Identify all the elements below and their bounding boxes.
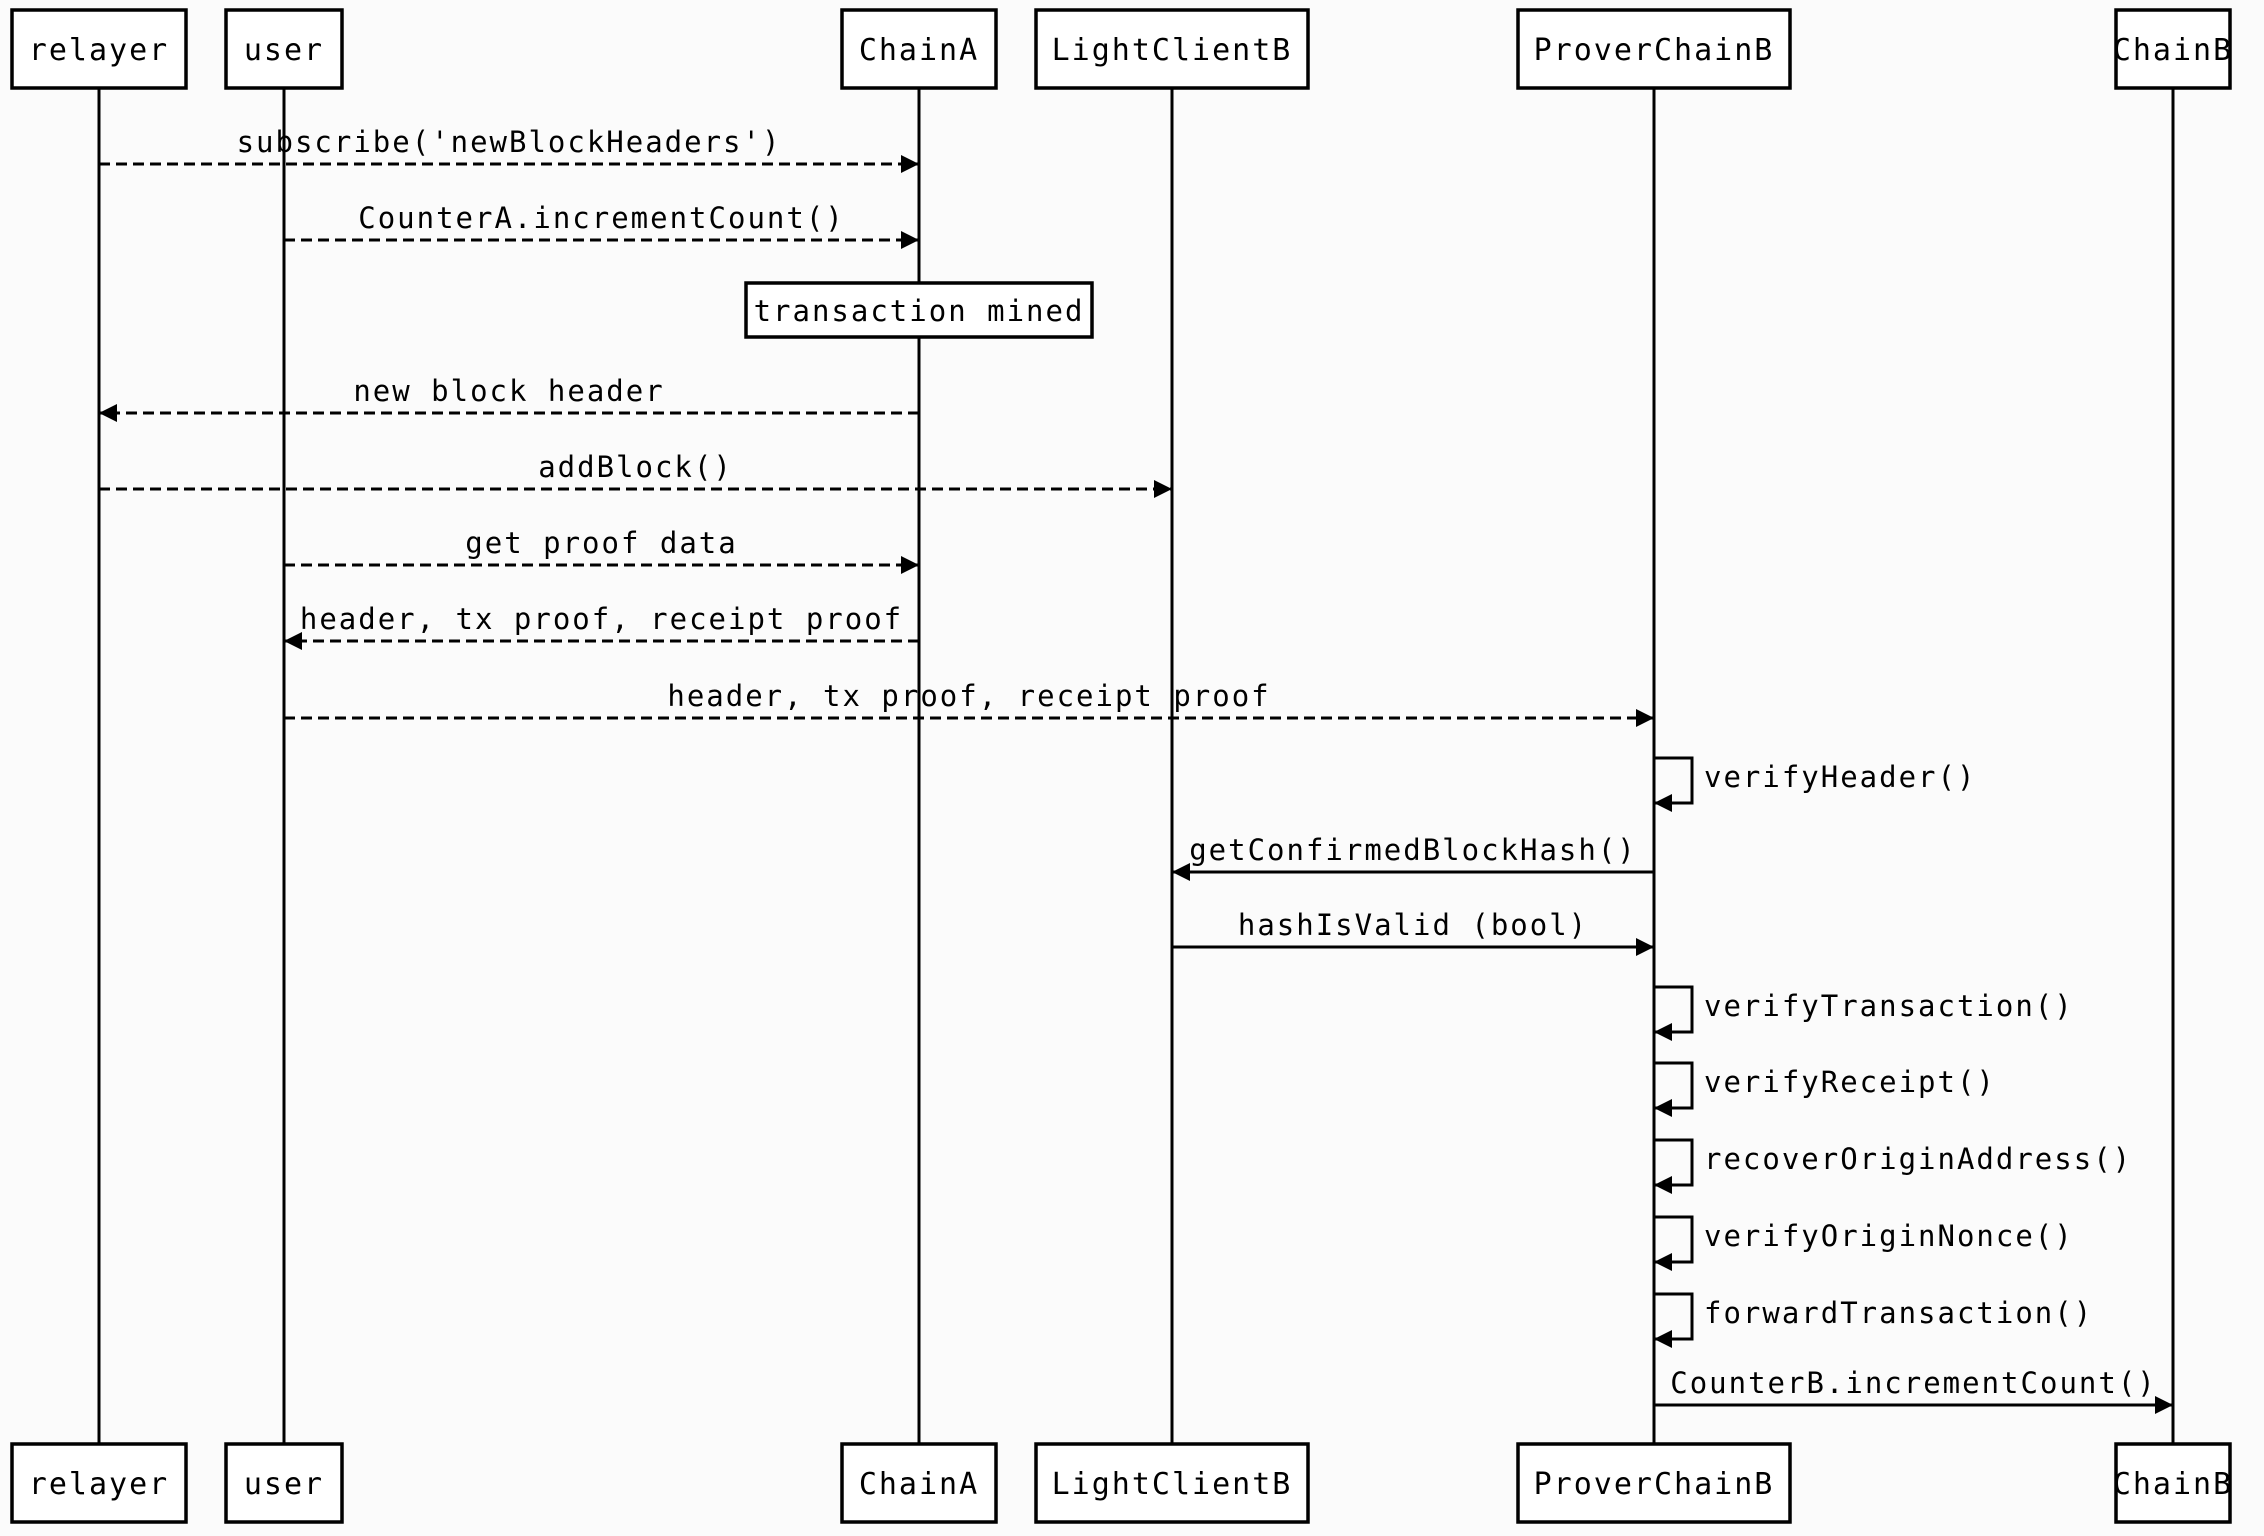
message-label: header, tx proof, receipt proof bbox=[300, 602, 903, 636]
participant-label: relayer bbox=[29, 33, 169, 68]
message-14: forwardTransaction() bbox=[1654, 1292, 2093, 1348]
participant-box bbox=[1034, 8, 1310, 90]
message-10: verifyTransaction() bbox=[1654, 985, 2074, 1041]
self-message-arrow bbox=[1654, 756, 1694, 812]
notes: transaction mined bbox=[744, 281, 1094, 339]
message-label: verifyHeader() bbox=[1704, 760, 1976, 794]
message-label: CounterA.incrementCount() bbox=[358, 201, 845, 235]
participant-bottom-lightClientB: LightClientB bbox=[1034, 1442, 1310, 1524]
message-3: addBlock() bbox=[99, 450, 1172, 498]
participant-bottom-chainA: ChainA bbox=[840, 1442, 998, 1524]
message-8: getConfirmedBlockHash() bbox=[1172, 833, 1654, 881]
participant-box bbox=[224, 1442, 344, 1524]
participant-bottom-relayer: relayer bbox=[10, 1442, 188, 1524]
message-label: CounterB.incrementCount() bbox=[1670, 1366, 2157, 1400]
message-label: hashIsValid (bool) bbox=[1238, 908, 1588, 942]
participant-label: ChainB bbox=[2113, 1467, 2233, 1502]
message-label: verifyTransaction() bbox=[1704, 989, 2074, 1023]
message-5: header, tx proof, receipt proof bbox=[284, 602, 919, 650]
message-label: verifyOriginNonce() bbox=[1704, 1219, 2074, 1253]
message-label: recoverOriginAddress() bbox=[1704, 1142, 2132, 1176]
participant-bottom-user: user bbox=[224, 1442, 344, 1524]
self-message-arrow bbox=[1654, 1292, 1694, 1348]
participant-label: LightClientB bbox=[1052, 33, 1293, 68]
participant-label: ChainB bbox=[2113, 33, 2233, 68]
message-1: CounterA.incrementCount() bbox=[284, 201, 919, 249]
message-6: header, tx proof, receipt proof bbox=[284, 679, 1654, 727]
message-15: CounterB.incrementCount() bbox=[1654, 1366, 2173, 1414]
participant-label: user bbox=[244, 1467, 324, 1502]
participant-box bbox=[840, 8, 998, 90]
participant-label: ChainA bbox=[859, 33, 979, 68]
message-label: addBlock() bbox=[538, 450, 733, 484]
messages: subscribe('newBlockHeaders') CounterA.inc… bbox=[99, 125, 2173, 1414]
participant-label: ProverChainB bbox=[1534, 33, 1775, 68]
note-label: transaction mined bbox=[754, 294, 1085, 328]
participant-top-user: user bbox=[224, 8, 344, 90]
note-box bbox=[744, 281, 1094, 339]
message-13: verifyOriginNonce() bbox=[1654, 1215, 2074, 1271]
message-label: getConfirmedBlockHash() bbox=[1189, 833, 1637, 867]
message-7: verifyHeader() bbox=[1654, 756, 1976, 812]
participant-label: user bbox=[244, 33, 324, 68]
message-0: subscribe('newBlockHeaders') bbox=[99, 125, 919, 173]
participant-box bbox=[10, 1442, 188, 1524]
participant-top-chainA: ChainA bbox=[840, 8, 998, 90]
participant-label: LightClientB bbox=[1052, 1467, 1293, 1502]
message-2: new block header bbox=[99, 374, 919, 422]
self-message-arrow bbox=[1654, 1061, 1694, 1117]
participant-box bbox=[1516, 1442, 1792, 1524]
message-4: get proof data bbox=[284, 526, 919, 574]
message-12: recoverOriginAddress() bbox=[1654, 1138, 2132, 1194]
participant-box bbox=[840, 1442, 998, 1524]
message-label: subscribe('newBlockHeaders') bbox=[237, 125, 782, 159]
participant-label: ProverChainB bbox=[1534, 1467, 1775, 1502]
participant-top-proverChainB: ProverChainB bbox=[1516, 8, 1792, 90]
participant-box bbox=[224, 8, 344, 90]
participant-box bbox=[1516, 8, 1792, 90]
message-label: new block header bbox=[353, 374, 664, 408]
participant-label: relayer bbox=[29, 1467, 169, 1502]
message-label: get proof data bbox=[465, 526, 737, 560]
message-label: forwardTransaction() bbox=[1704, 1296, 2093, 1330]
message-label: header, tx proof, receipt proof bbox=[667, 679, 1270, 713]
message-9: hashIsValid (bool) bbox=[1172, 908, 1654, 956]
participant-bottom-proverChainB: ProverChainB bbox=[1516, 1442, 1792, 1524]
note-chainA: transaction mined bbox=[744, 281, 1094, 339]
message-label: verifyReceipt() bbox=[1704, 1065, 1996, 1099]
participant-top-relayer: relayer bbox=[10, 8, 188, 90]
participant-box bbox=[2114, 1442, 2232, 1524]
participant-top-lightClientB: LightClientB bbox=[1034, 8, 1310, 90]
message-11: verifyReceipt() bbox=[1654, 1061, 1996, 1117]
self-message-arrow bbox=[1654, 1138, 1694, 1194]
self-message-arrow bbox=[1654, 1215, 1694, 1271]
participant-label: ChainA bbox=[859, 1467, 979, 1502]
participant-box bbox=[10, 8, 188, 90]
participant-boxes: relayerrelayeruseruserChainAChainALightC… bbox=[10, 8, 2233, 1524]
self-message-arrow bbox=[1654, 985, 1694, 1041]
participant-box bbox=[2114, 8, 2232, 90]
participant-top-chainB: ChainB bbox=[2113, 8, 2233, 90]
participant-bottom-chainB: ChainB bbox=[2113, 1442, 2233, 1524]
participant-box bbox=[1034, 1442, 1310, 1524]
